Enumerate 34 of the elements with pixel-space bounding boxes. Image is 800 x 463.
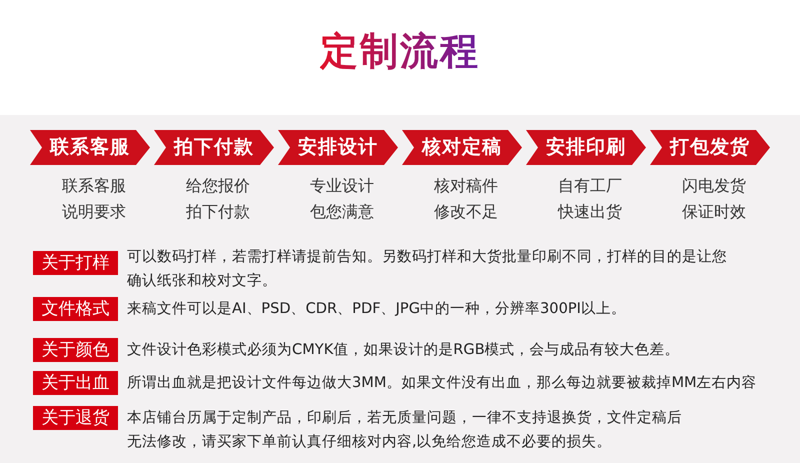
process-step	[154, 130, 274, 165]
note-tag: 关于颜色	[33, 338, 118, 362]
process-step	[30, 130, 150, 165]
note-text: 文件设计色彩模式必须为CMYK值，如果设计的是RGB模式，会与成品有较大色差。	[127, 340, 681, 360]
step-label: 联系客服	[48, 135, 131, 160]
process-step	[402, 130, 522, 165]
process-step	[278, 130, 398, 165]
step-description: 保证时效	[681, 202, 747, 223]
step-label: 打包发货	[668, 135, 751, 160]
step-description: 专业设计	[309, 176, 375, 197]
step-description: 核对稿件	[433, 176, 499, 197]
note-tag: 关于出血	[33, 371, 118, 395]
step-description: 修改不足	[433, 202, 499, 223]
step-description: 拍下付款	[185, 202, 251, 223]
note-text: 可以数码打样，若需打样请提前告知。另数码打样和大货批量印刷不同，打样的目的是让您确认纸张和校对文字。	[127, 247, 728, 291]
step-description: 自有工厂	[557, 176, 623, 197]
note-tag: 文件格式	[33, 297, 118, 321]
note-tag: 关于退货	[33, 406, 118, 430]
process-step	[650, 130, 770, 165]
step-description: 联系客服	[61, 176, 127, 197]
step-label: 拍下付款	[172, 135, 255, 160]
note-text: 所谓出血就是把设计文件每边做大3MM。如果文件没有出血，那么每边就要被裁掉MM左右内容	[127, 373, 758, 393]
note-text: 本店铺台历属于定制产品，印刷后，若无质量问题，一律不支持退换货，文件定稿后无法修改，请买家下单前认真仔细核对内容,以免给您造成不必要的损失。	[127, 408, 683, 452]
note-text: 来稿文件可以是AI、PSD、CDR、PDF、JPG中的一种，分辨率300PI以上。	[127, 299, 627, 319]
step-description: 说明要求	[61, 202, 127, 223]
step-label: 核对定稿	[420, 135, 503, 160]
process-step	[526, 130, 646, 165]
step-description: 快速出货	[556, 202, 623, 223]
step-description: 给您报价	[185, 176, 251, 197]
step-label: 安排印刷	[545, 135, 627, 160]
step-description: 包您满意	[309, 202, 375, 223]
step-label: 安排设计	[297, 135, 379, 160]
note-tag: 关于打样	[33, 251, 118, 275]
step-description: 闪电发货	[681, 176, 747, 197]
